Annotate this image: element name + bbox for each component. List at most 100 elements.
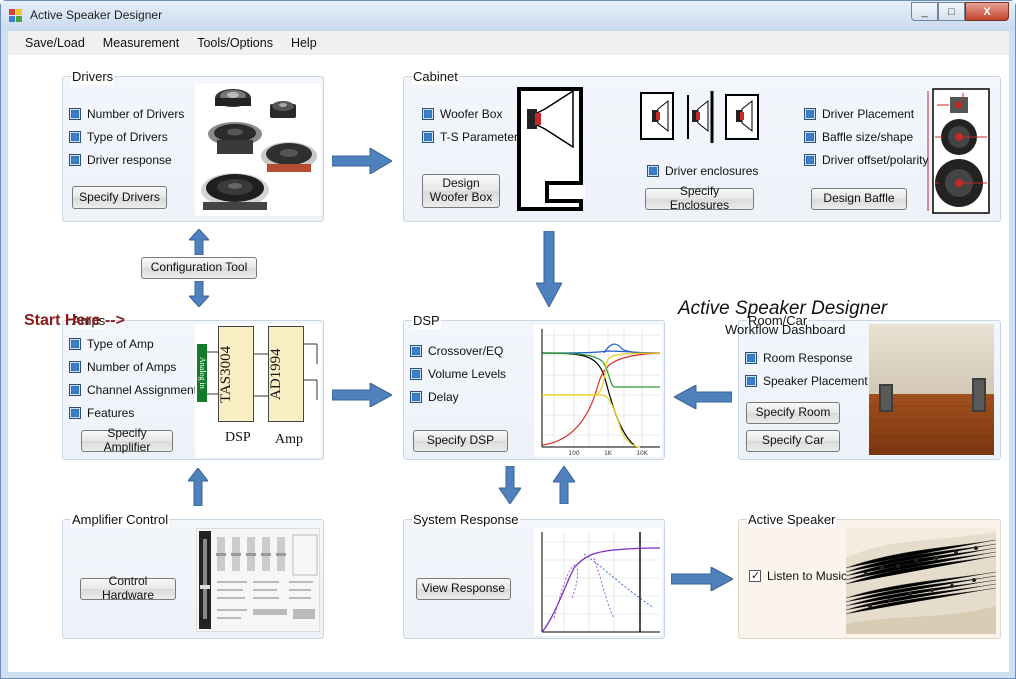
cabinet-panel: Cabinet Woofer Box T-S Parameters Design…	[403, 69, 1001, 222]
features-checkbox[interactable]: Features	[69, 405, 134, 421]
checkbox-label: Speaker Placement	[763, 374, 868, 388]
plot-tick-label: 100	[568, 450, 580, 457]
checkbox-icon	[804, 108, 816, 120]
menu-save-load[interactable]: Save/Load	[25, 36, 85, 50]
checkbox-label: Type of Drivers	[87, 130, 168, 144]
specify-car-button[interactable]: Specify Car	[746, 430, 840, 452]
specify-room-button[interactable]: Specify Room	[746, 402, 840, 424]
dsp-label: DSP	[225, 430, 251, 445]
arrow-down-icon	[499, 466, 521, 504]
type-of-amp-checkbox[interactable]: Type of Amp	[69, 336, 154, 352]
checkbox-label: Crossover/EQ	[428, 344, 504, 358]
menu-tools-options[interactable]: Tools/Options	[197, 36, 273, 50]
configuration-tool-button[interactable]: Configuration Tool	[141, 257, 257, 279]
crossover-plot: 100 1K 10K	[534, 325, 662, 457]
window-title: Active Speaker Designer	[30, 8, 163, 22]
checkbox-icon	[410, 368, 422, 380]
system-response-title: System Response	[412, 512, 520, 528]
dashboard-title: Active Speaker Designer	[678, 298, 888, 319]
specify-enclosures-button[interactable]: Specify Enclosures	[645, 184, 754, 212]
arrow-right-icon	[332, 148, 392, 174]
minimize-button[interactable]: _	[911, 2, 938, 21]
view-response-button[interactable]: View Response	[416, 578, 511, 600]
checkbox-label: Number of Drivers	[87, 107, 185, 121]
woofer-box-diagram	[517, 87, 585, 211]
type-of-drivers-checkbox[interactable]: Type of Drivers	[69, 129, 168, 145]
dashboard-area: Drivers Number of Drivers Type of Driver…	[8, 55, 1009, 672]
checkbox-icon	[749, 568, 761, 584]
menu-bar: Save/Load Measurement Tools/Options Help	[8, 31, 1009, 55]
channel-assignments-checkbox[interactable]: Channel Assignments	[69, 382, 203, 398]
maximize-button[interactable]: □	[938, 2, 965, 21]
woofer-box-checkbox[interactable]: Woofer Box	[422, 106, 502, 122]
drivers-image	[195, 84, 321, 216]
arrow-down-icon	[536, 231, 562, 307]
checkbox-icon	[69, 384, 81, 396]
checkbox-icon	[804, 154, 816, 166]
checkbox-label: Woofer Box	[440, 107, 503, 121]
room-image	[869, 324, 994, 455]
button-label-line2: Woofer Box	[429, 190, 493, 204]
ts-parameters-checkbox[interactable]: T-S Parameters	[422, 129, 524, 145]
design-woofer-box-button[interactable]: Design Woofer Box	[422, 174, 500, 208]
room-response-checkbox[interactable]: Room Response	[745, 350, 852, 366]
amplifier-control-title: Amplifier Control	[71, 512, 170, 528]
listen-to-music-checkbox[interactable]: Listen to Music	[749, 568, 847, 584]
arrow-up-icon	[189, 229, 209, 255]
specify-amplifier-button[interactable]: Specify Amplifier	[81, 426, 173, 454]
app-icon	[9, 9, 23, 23]
amps-title: Amps	[71, 313, 107, 329]
checkbox-label: Listen to Music	[767, 569, 848, 583]
number-of-drivers-checkbox[interactable]: Number of Drivers	[69, 106, 184, 122]
driver-response-checkbox[interactable]: Driver response	[69, 152, 172, 168]
number-of-amps-checkbox[interactable]: Number of Amps	[69, 359, 176, 375]
checkbox-icon	[69, 407, 81, 419]
checkbox-icon	[422, 108, 434, 120]
checkbox-icon	[804, 131, 816, 143]
crossover-eq-checkbox[interactable]: Crossover/EQ	[410, 343, 503, 359]
driver-enclosures-checkbox[interactable]: Driver enclosures	[647, 163, 758, 179]
baffle-size-checkbox[interactable]: Baffle size/shape	[804, 129, 913, 145]
arrow-up-icon	[188, 468, 208, 506]
checkbox-label: Driver offset/polarity	[822, 153, 929, 167]
checkbox-label: Driver Placement	[822, 107, 915, 121]
menu-measurement[interactable]: Measurement	[102, 36, 180, 50]
button-label-line1: Design	[442, 176, 480, 191]
driver-placement-checkbox[interactable]: Driver Placement	[804, 106, 914, 122]
checkbox-label: Channel Assignments	[87, 383, 204, 397]
checkbox-label: Baffle size/shape	[822, 130, 914, 144]
checkbox-icon	[745, 375, 757, 387]
checkbox-icon	[69, 108, 81, 120]
checkbox-label: Room Response	[763, 351, 853, 365]
checkbox-icon	[422, 131, 434, 143]
close-button[interactable]: X	[965, 2, 1009, 21]
speaker-placement-checkbox[interactable]: Speaker Placement	[745, 373, 868, 389]
arrow-down-icon	[189, 281, 209, 307]
delay-checkbox[interactable]: Delay	[410, 389, 459, 405]
checkbox-icon	[410, 391, 422, 403]
title-bar: Active Speaker Designer _ □ X	[1, 1, 1015, 31]
room-car-title: Room/Car	[747, 313, 809, 329]
driver-offset-checkbox[interactable]: Driver offset/polarity	[804, 152, 928, 168]
checkbox-icon	[647, 165, 659, 177]
checkbox-label: Number of Amps	[87, 360, 177, 374]
plot-tick-label: 10K	[636, 450, 649, 457]
amps-panel: Amps Type of Amp Number of Amps Channel …	[62, 313, 324, 460]
amp-label: Amp	[275, 432, 303, 447]
baffle-diagram	[927, 88, 990, 214]
control-hardware-button[interactable]: Control Hardware	[80, 574, 176, 602]
specify-drivers-button[interactable]: Specify Drivers	[72, 186, 167, 209]
cabinet-title: Cabinet	[412, 69, 459, 85]
specify-dsp-button[interactable]: Specify DSP	[413, 430, 508, 452]
menu-help[interactable]: Help	[290, 36, 317, 50]
active-speaker-title: Active Speaker	[747, 512, 837, 528]
checkbox-icon	[69, 361, 81, 373]
system-response-panel: System Response View Response	[403, 512, 665, 639]
volume-levels-checkbox[interactable]: Volume Levels	[410, 366, 506, 382]
checkbox-icon	[410, 345, 422, 357]
plot-tick-label: 1K	[604, 450, 613, 457]
checkbox-icon	[69, 338, 81, 350]
arrow-up-icon	[553, 466, 575, 504]
design-baffle-button[interactable]: Design Baffle	[811, 188, 907, 210]
